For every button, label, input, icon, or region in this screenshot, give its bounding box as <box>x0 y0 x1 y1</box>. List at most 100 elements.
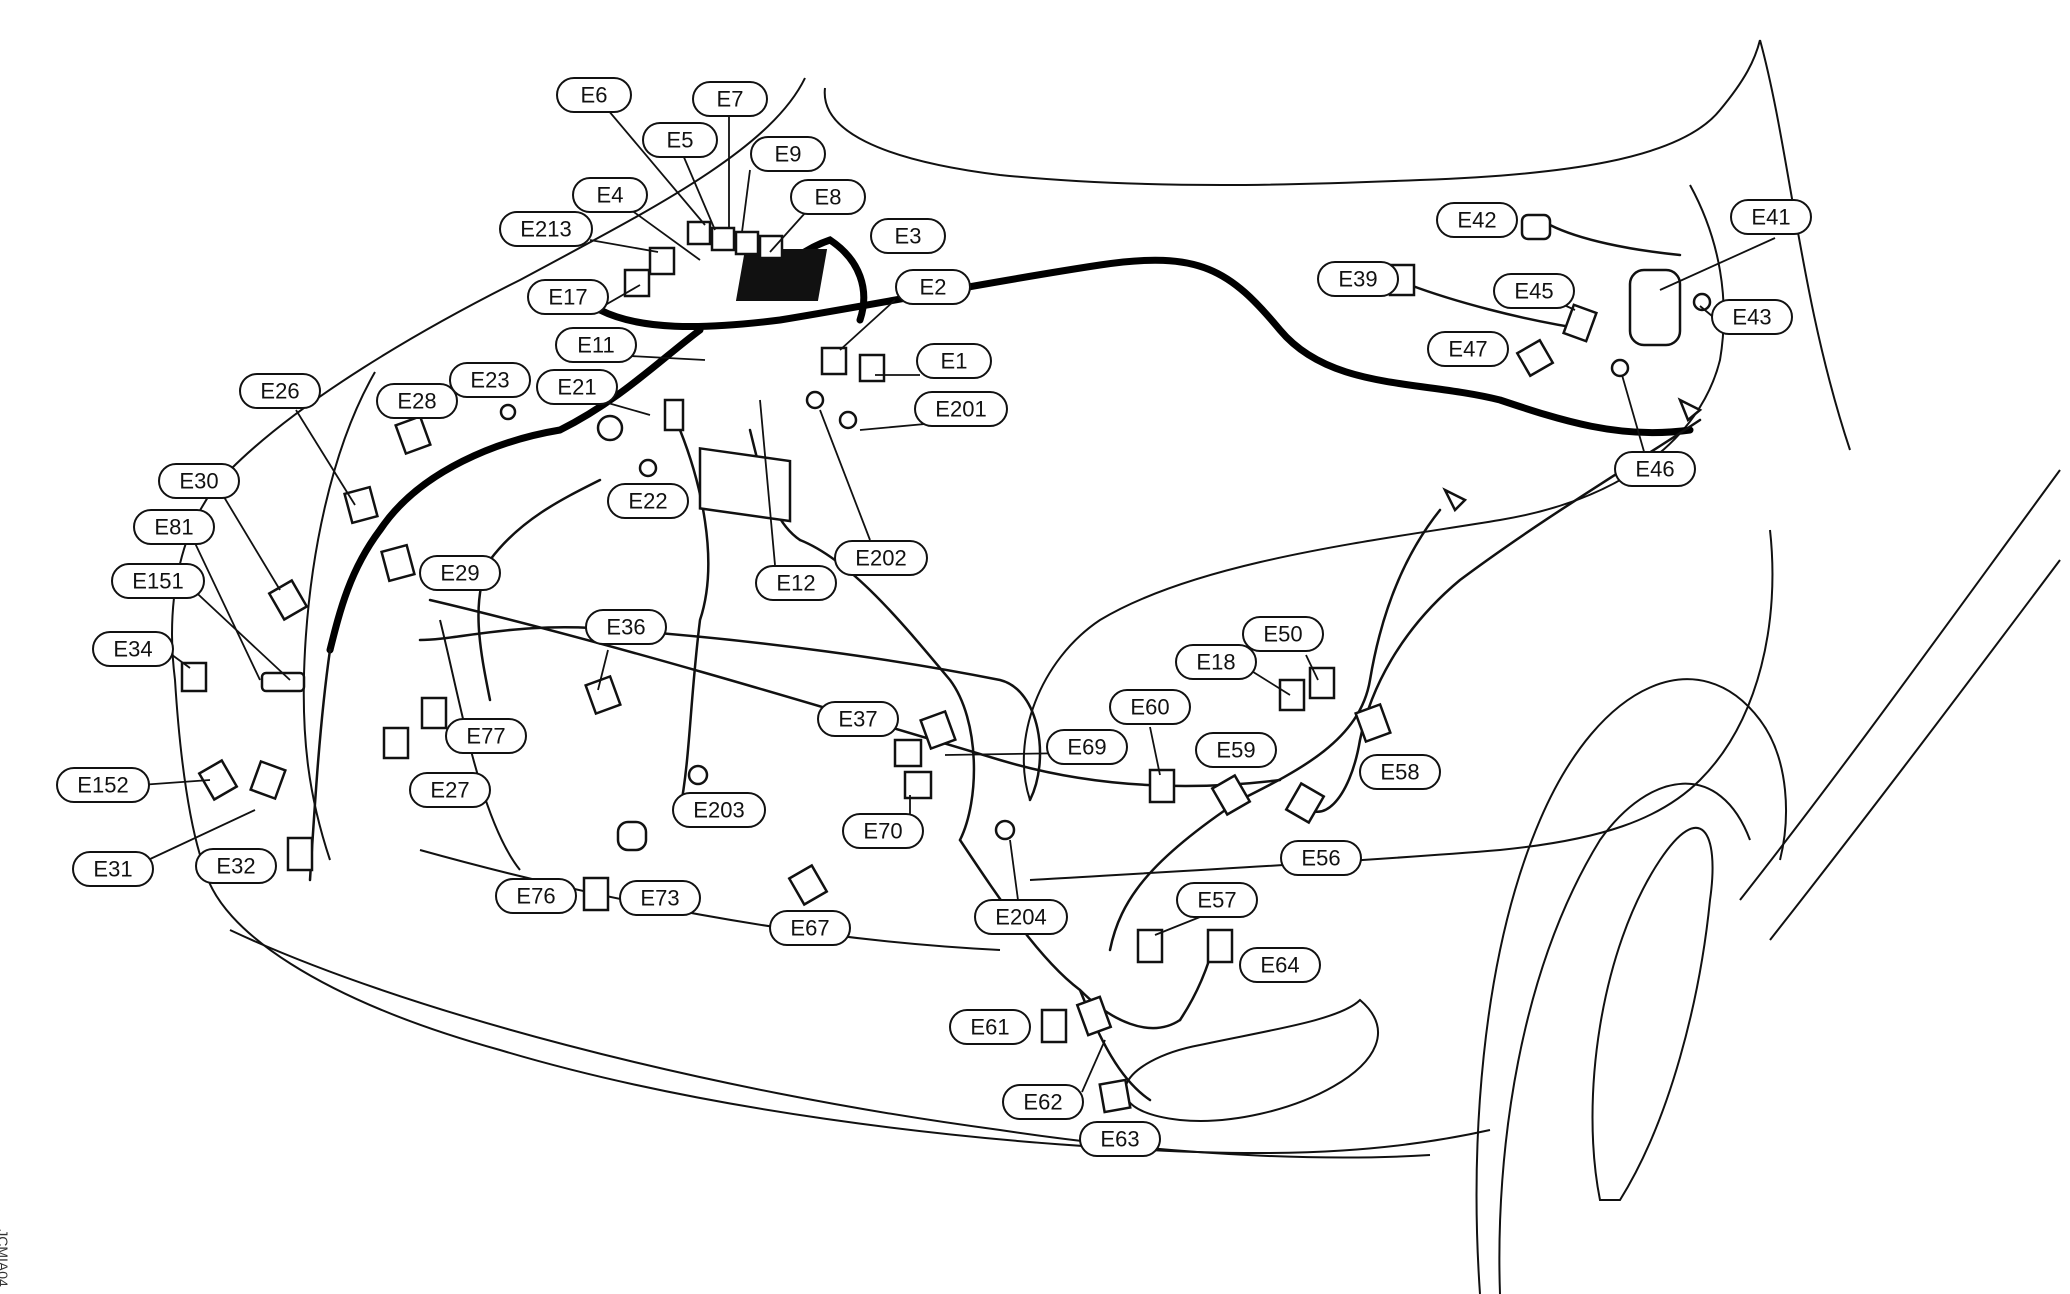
callout-e30: E30 <box>158 463 240 499</box>
connectors <box>180 213 1712 1114</box>
callout-e62: E62 <box>1002 1084 1084 1120</box>
callout-e73: E73 <box>619 880 701 916</box>
svg-text:E81: E81 <box>154 515 193 540</box>
callout-e3: E3 <box>870 218 946 254</box>
svg-text:E1: E1 <box>941 349 968 374</box>
svg-text:E76: E76 <box>516 884 555 909</box>
svg-text:E7: E7 <box>717 87 744 112</box>
svg-text:E30: E30 <box>179 469 218 494</box>
svg-text:E213: E213 <box>520 217 571 242</box>
callout-e203: E203 <box>672 792 766 828</box>
svg-text:E69: E69 <box>1067 735 1106 760</box>
svg-text:E6: E6 <box>581 83 608 108</box>
callout-e28: E28 <box>376 383 458 419</box>
callout-e64: E64 <box>1239 947 1321 983</box>
svg-text:E77: E77 <box>466 724 505 749</box>
callout-e26: E26 <box>239 373 321 409</box>
callout-e37: E37 <box>817 701 899 737</box>
callout-labels: E6 E7 E5 E9 E4 E8 E213 E3 E17 E2 E11 E1 … <box>56 77 1812 1157</box>
callout-e69: E69 <box>1046 729 1128 765</box>
svg-text:E201: E201 <box>935 397 986 422</box>
svg-text:E73: E73 <box>640 886 679 911</box>
callout-e23: E23 <box>449 362 531 398</box>
svg-text:E18: E18 <box>1196 650 1235 675</box>
svg-text:E63: E63 <box>1100 1127 1139 1152</box>
svg-text:E9: E9 <box>775 142 802 167</box>
svg-text:E47: E47 <box>1448 337 1487 362</box>
callout-e76: E76 <box>495 878 577 914</box>
callout-e58: E58 <box>1359 754 1441 790</box>
callout-e57: E57 <box>1176 882 1258 918</box>
svg-text:E3: E3 <box>895 224 922 249</box>
callout-e43: E43 <box>1711 299 1793 335</box>
svg-text:E50: E50 <box>1263 622 1302 647</box>
svg-text:E151: E151 <box>132 569 183 594</box>
document-id: JCMIA04 <box>0 1229 11 1287</box>
svg-text:E60: E60 <box>1130 695 1169 720</box>
callout-e70: E70 <box>842 813 924 849</box>
svg-text:E59: E59 <box>1216 738 1255 763</box>
svg-text:E23: E23 <box>470 368 509 393</box>
callout-e46: E46 <box>1614 451 1696 487</box>
callout-e67: E67 <box>769 910 851 946</box>
svg-text:E27: E27 <box>430 778 469 803</box>
svg-text:E12: E12 <box>776 571 815 596</box>
svg-text:E57: E57 <box>1197 888 1236 913</box>
relay-block <box>686 220 1682 523</box>
callout-e61: E61 <box>949 1009 1031 1045</box>
svg-text:E62: E62 <box>1023 1090 1062 1115</box>
callout-e39: E39 <box>1317 261 1399 297</box>
callout-e32: E32 <box>195 848 277 884</box>
callout-e7: E7 <box>692 81 768 117</box>
callout-e41: E41 <box>1730 199 1812 235</box>
svg-text:E70: E70 <box>863 819 902 844</box>
svg-text:E17: E17 <box>548 285 587 310</box>
callout-e5: E5 <box>642 122 718 158</box>
callout-e63: E63 <box>1079 1121 1161 1157</box>
svg-text:E61: E61 <box>970 1015 1009 1040</box>
callout-e1: E1 <box>916 343 992 379</box>
svg-text:E202: E202 <box>855 546 906 571</box>
svg-text:E31: E31 <box>93 857 132 882</box>
callout-e9: E9 <box>750 136 826 172</box>
callout-e60: E60 <box>1109 689 1191 725</box>
callout-e202: E202 <box>834 540 928 576</box>
svg-text:E37: E37 <box>838 707 877 732</box>
callout-e213: E213 <box>499 211 593 247</box>
callout-e17: E17 <box>527 279 609 315</box>
callout-e22: E22 <box>607 483 689 519</box>
callout-e18: E18 <box>1175 644 1257 680</box>
callout-e77: E77 <box>445 718 527 754</box>
callout-e59: E59 <box>1195 732 1277 768</box>
svg-text:E43: E43 <box>1732 305 1771 330</box>
svg-text:E42: E42 <box>1457 208 1496 233</box>
svg-text:E203: E203 <box>693 798 744 823</box>
svg-text:E39: E39 <box>1338 267 1377 292</box>
svg-text:E46: E46 <box>1635 457 1674 482</box>
callout-e151: E151 <box>111 563 205 599</box>
callout-e31: E31 <box>72 851 154 887</box>
svg-text:E152: E152 <box>77 773 128 798</box>
svg-text:E4: E4 <box>597 183 624 208</box>
callout-e201: E201 <box>914 391 1008 427</box>
svg-text:E41: E41 <box>1751 205 1790 230</box>
svg-text:E26: E26 <box>260 379 299 404</box>
callout-e27: E27 <box>409 772 491 808</box>
callout-e204: E204 <box>974 899 1068 935</box>
callout-e6: E6 <box>556 77 632 113</box>
svg-text:E36: E36 <box>606 615 645 640</box>
svg-text:E64: E64 <box>1260 953 1299 978</box>
callout-e34: E34 <box>92 631 174 667</box>
svg-text:E21: E21 <box>557 375 596 400</box>
svg-text:E11: E11 <box>577 333 615 358</box>
svg-text:E2: E2 <box>920 275 947 300</box>
callout-e81: E81 <box>133 509 215 545</box>
callout-e36: E36 <box>585 609 667 645</box>
callout-e21: E21 <box>536 369 618 405</box>
svg-text:E204: E204 <box>995 905 1046 930</box>
svg-text:E34: E34 <box>113 637 152 662</box>
svg-text:E56: E56 <box>1301 846 1340 871</box>
svg-text:E22: E22 <box>628 489 667 514</box>
callout-e50: E50 <box>1242 616 1324 652</box>
